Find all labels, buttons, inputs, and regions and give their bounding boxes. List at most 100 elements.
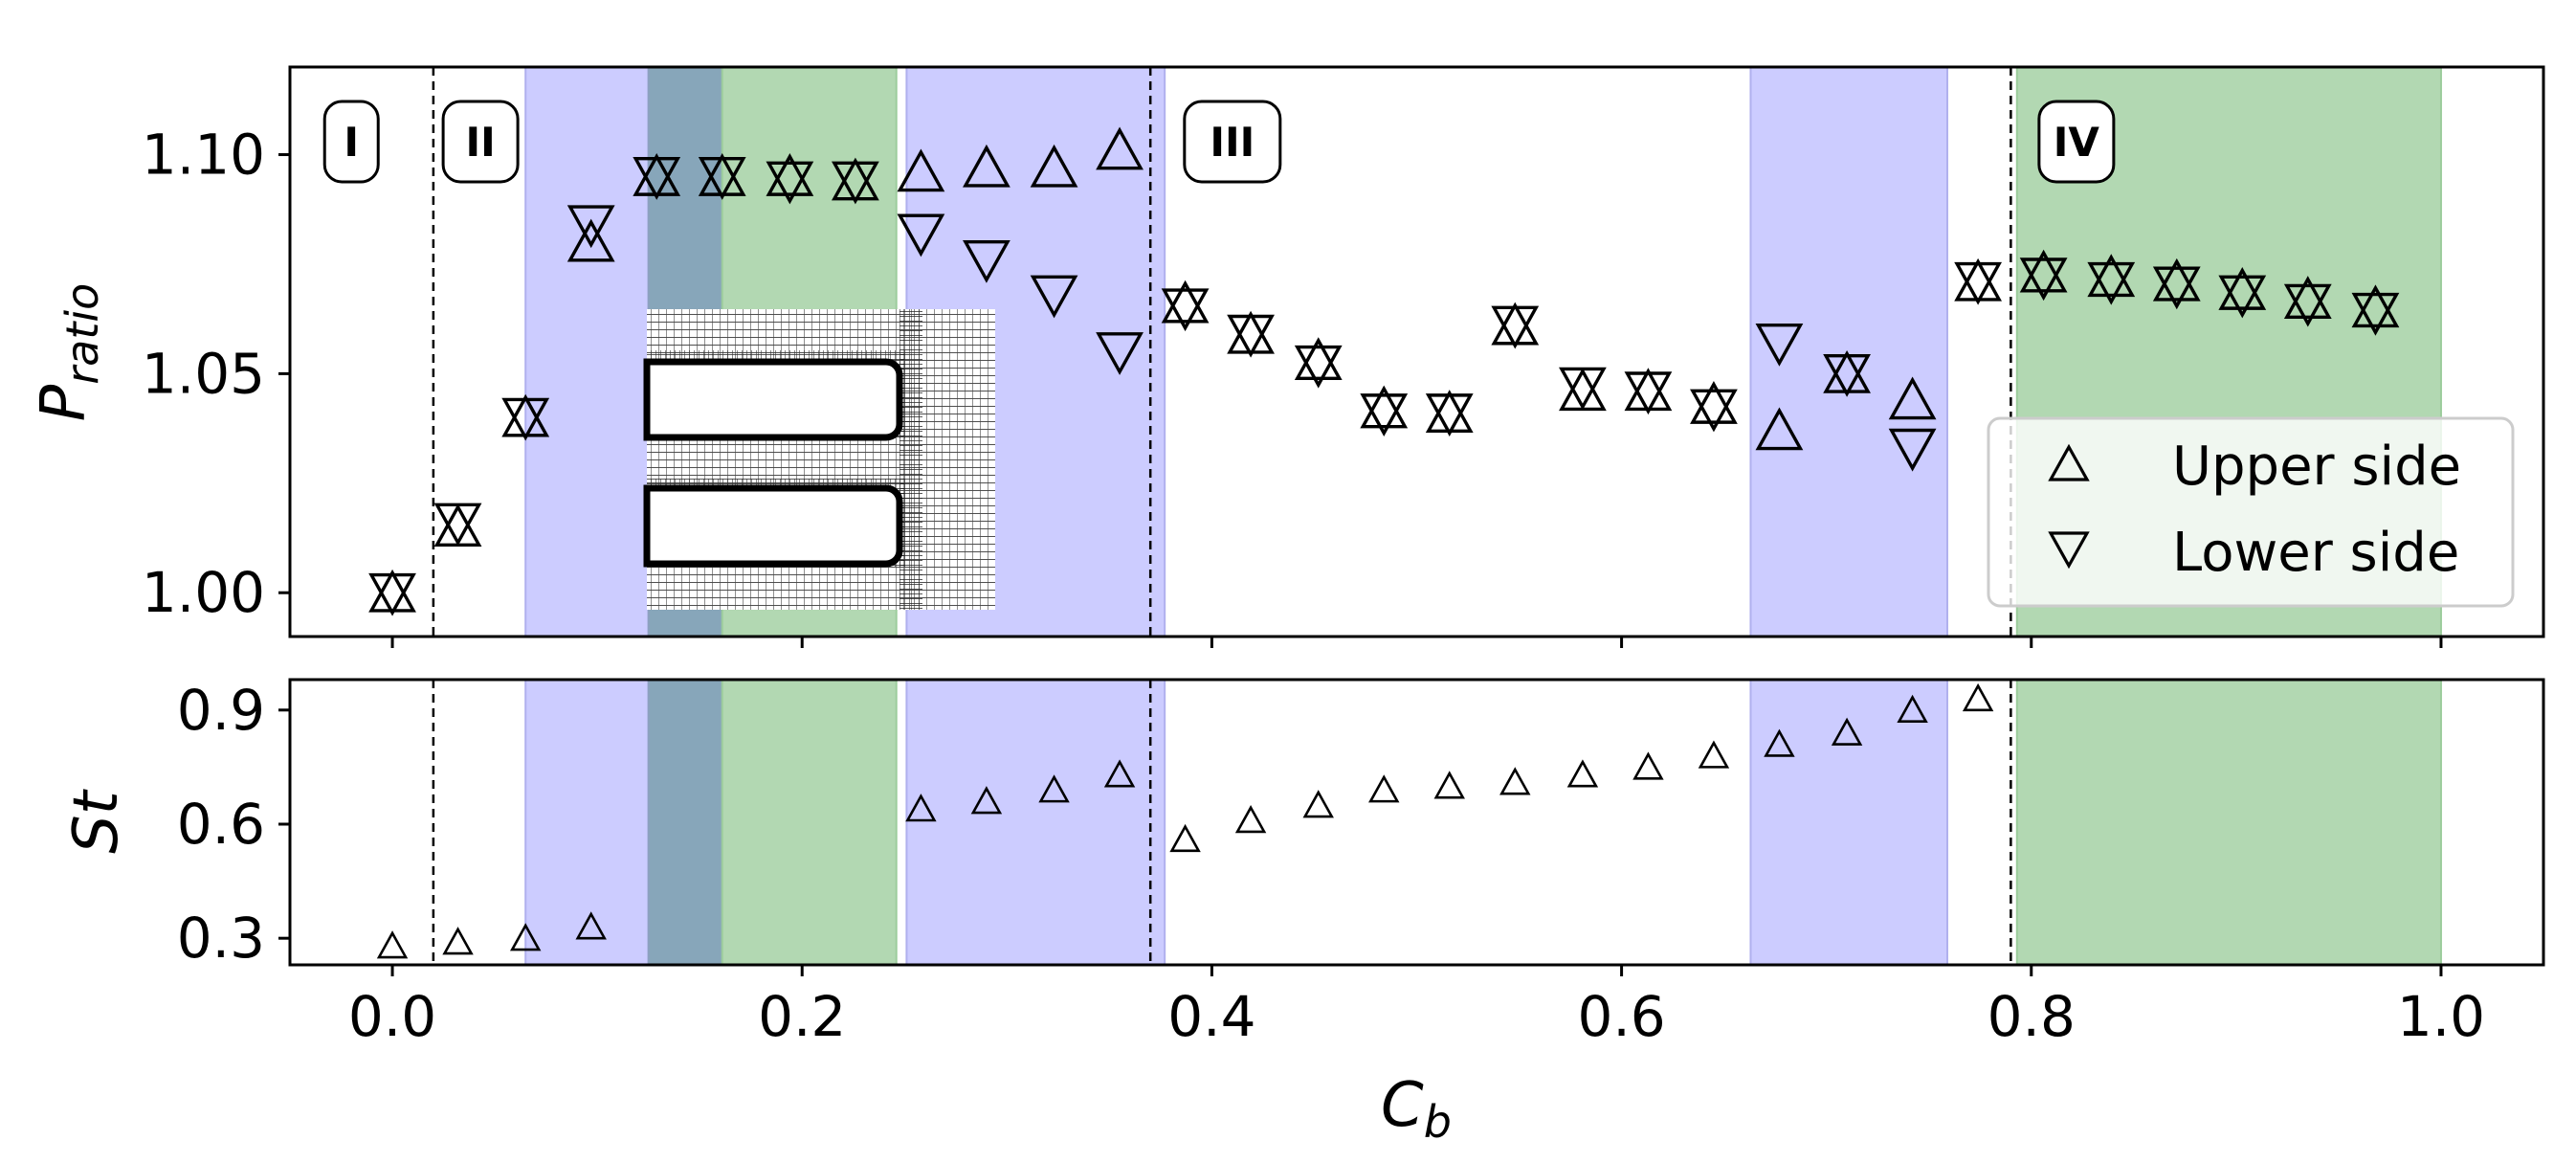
data-point-lower (2152, 266, 2201, 310)
axes-frame (288, 65, 2545, 638)
x-tick-label: 0.2 (758, 984, 846, 1049)
legend-label-lower: Lower side (2172, 522, 2459, 584)
data-point-lower (1425, 393, 1474, 436)
data-point-lower (2087, 261, 2136, 305)
data-point-upper (1103, 759, 1136, 788)
data-point-upper (368, 569, 416, 613)
data-point-lower (1294, 345, 1343, 389)
data-point-upper (1831, 717, 1863, 746)
data-point-upper (509, 923, 542, 951)
data-point-upper (1897, 694, 1928, 723)
data-point-lower (2351, 292, 2400, 336)
data-point-upper (2218, 267, 2267, 310)
data-point-upper (1030, 144, 1078, 188)
data-point-lower (1624, 371, 1673, 415)
shaded-band-4 (1749, 67, 1948, 637)
data-point-upper (1096, 126, 1144, 170)
data-point-lower (368, 572, 416, 616)
data-point-upper (2152, 257, 2201, 302)
y-axis-label: Pratio (29, 283, 108, 422)
data-point-upper (1161, 280, 1210, 324)
y-axis-label: St (61, 788, 132, 854)
data-point-upper (1294, 337, 1343, 381)
y-tick-label: 0.6 (177, 792, 265, 857)
data-point-upper (1433, 771, 1465, 799)
data-point-upper (1425, 390, 1474, 433)
data-point-lower (766, 161, 814, 205)
legend-box (1987, 416, 2515, 608)
regime-label: II (465, 119, 495, 166)
legend-marker-upper (2048, 443, 2090, 481)
data-point-upper (1227, 310, 1275, 354)
data-point-upper (433, 503, 482, 547)
data-point-upper (1169, 823, 1201, 853)
axes-frame (288, 678, 2545, 967)
data-point-upper (1559, 368, 1607, 412)
x-tick-label: 0.4 (1167, 984, 1255, 1049)
data-point-lower (1954, 261, 2002, 305)
shaded-band-1 (647, 680, 723, 965)
data-point-upper (970, 786, 1003, 815)
data-point-lower (832, 161, 879, 205)
data-point-upper (1632, 751, 1664, 780)
data-point-lower (1888, 428, 1937, 472)
x-tick-label: 0.8 (1988, 984, 2076, 1049)
regime-label-box (441, 100, 520, 184)
shaded-band-3 (905, 680, 1166, 965)
data-point-upper (1698, 740, 1730, 769)
regime-label-box (2037, 100, 2116, 184)
data-point-lower (1690, 389, 1738, 433)
data-point-lower (1755, 323, 1804, 367)
data-point-lower (1227, 314, 1275, 358)
data-points (376, 682, 1994, 959)
data-point-lower (566, 205, 615, 249)
data-point-upper (1499, 767, 1531, 795)
regime-label-box (1183, 100, 1282, 184)
legend: Upper side Lower side (1987, 416, 2515, 608)
x-tick-label: 0.0 (348, 984, 436, 1049)
data-point-upper (1888, 376, 1937, 420)
data-point-lower (1559, 367, 1607, 411)
data-point-lower (501, 397, 550, 441)
data-point-lower (963, 239, 1010, 283)
y-tick-label: 0.9 (177, 678, 265, 743)
data-point-upper (442, 927, 474, 955)
shaded-bands (524, 680, 2442, 965)
data-point-upper (1954, 257, 2002, 302)
regime-label: I (344, 119, 359, 166)
data-point-lower (897, 213, 945, 257)
data-point-upper (2351, 284, 2400, 328)
data-point-lower (633, 157, 681, 200)
shaded-band-0 (524, 680, 650, 965)
x-tick-label: 0.6 (1577, 984, 1665, 1049)
data-point-upper (376, 930, 409, 959)
data-point-lower (433, 503, 482, 547)
data-point-upper (1368, 774, 1400, 803)
data-point-upper (963, 144, 1010, 188)
data-point-upper (897, 148, 945, 192)
regime-boundaries (432, 680, 2012, 965)
y-tick-label: 1.10 (142, 123, 265, 188)
legend-label-upper: Upper side (2172, 436, 2461, 498)
data-point-upper (575, 911, 607, 940)
data-point-upper (1962, 682, 1994, 712)
axis-ticks: 1.001.051.10 (142, 123, 2443, 648)
data-point-lower (1161, 288, 1210, 332)
shaded-band-5 (2015, 680, 2442, 965)
data-point-upper (566, 218, 615, 262)
data-point-upper (1566, 759, 1599, 788)
shaded-band-0 (524, 67, 650, 637)
regime-label: IV (2054, 119, 2100, 166)
data-point-lower (2283, 283, 2332, 327)
y-tick-label: 0.3 (177, 906, 265, 971)
regime-label: III (1210, 119, 1255, 166)
shaded-band-2 (721, 680, 898, 965)
x-axis-label: Cb (1381, 1070, 1452, 1148)
y-tick-label: 1.00 (142, 560, 265, 625)
data-point-lower (2218, 275, 2267, 319)
data-point-lower (2019, 257, 2068, 302)
